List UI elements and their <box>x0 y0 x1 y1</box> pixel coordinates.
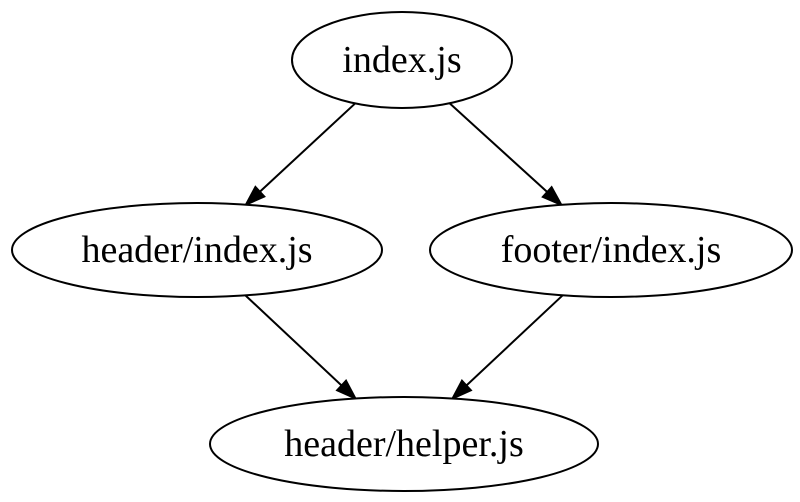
nodes-layer: index.js header/index.js footer/index.js he… <box>11 11 793 492</box>
node-ellipse-footer-index <box>429 202 793 298</box>
arrowhead-icon-index-header-index <box>243 185 266 207</box>
node-footer-index: footer/index.js <box>429 202 793 298</box>
node-index: index.js <box>291 11 513 109</box>
edge-line-header-index-header-helper <box>244 294 343 387</box>
node-ellipse-index <box>291 11 513 109</box>
edge-line-index-header-index <box>259 102 356 193</box>
edge-line-footer-index-header-helper <box>465 294 564 387</box>
arrowhead-icon-index-footer-index <box>541 185 564 207</box>
node-header-helper: header/helper.js <box>209 396 599 492</box>
node-header-index: header/index.js <box>11 202 383 298</box>
node-ellipse-header-index <box>11 202 383 298</box>
edge-line-index-footer-index <box>448 102 548 193</box>
node-label-header-helper: header/helper.js <box>284 423 524 465</box>
node-ellipse-header-helper <box>209 396 599 492</box>
edges-layer <box>243 102 564 401</box>
arrowhead-icon-header-index-header-helper <box>335 379 358 401</box>
node-label-footer-index: footer/index.js <box>501 229 722 271</box>
node-label-index: index.js <box>342 39 461 81</box>
arrowhead-icon-footer-index-header-helper <box>450 379 473 401</box>
node-label-header-index: header/index.js <box>81 229 312 271</box>
